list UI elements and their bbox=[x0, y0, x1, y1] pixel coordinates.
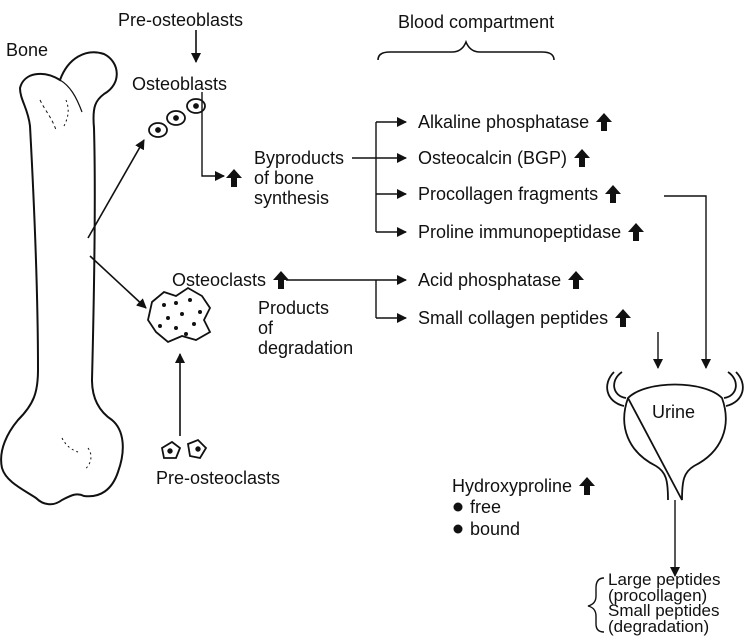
marker-acid-phosphatase: Acid phosphatase bbox=[418, 270, 584, 290]
degradation-products-label: Products of degradation bbox=[258, 298, 353, 358]
bladder-illustration bbox=[607, 372, 743, 500]
hydroxyproline-bound: bound bbox=[470, 519, 520, 539]
up-arrow-icon bbox=[574, 149, 590, 167]
up-arrow-icon bbox=[579, 477, 595, 495]
osteoclasts-label: Osteoclasts bbox=[172, 270, 289, 290]
up-arrow-icon bbox=[273, 271, 289, 289]
arrow-procollagen-to-urine bbox=[664, 196, 706, 368]
arrow-bone-to-osteoblasts bbox=[88, 140, 144, 238]
blood-compartment-brace bbox=[378, 42, 554, 60]
byproducts-label: Byproducts of bone synthesis bbox=[254, 148, 344, 208]
osteoblasts-label: Osteoblasts bbox=[132, 74, 227, 94]
preosteoclast-cells-icon bbox=[162, 440, 206, 458]
arrow-bone-to-osteoclasts bbox=[90, 256, 146, 308]
osteoclast-cell-icon bbox=[148, 288, 210, 342]
marker-alkaline-phosphatase: Alkaline phosphatase bbox=[418, 112, 612, 132]
bullet-dot bbox=[454, 525, 463, 534]
peptides-brace bbox=[588, 578, 604, 632]
hydroxyproline-free: free bbox=[470, 497, 501, 517]
bullet-dot bbox=[454, 503, 463, 512]
marker-osteocalcin: Osteocalcin (BGP) bbox=[418, 148, 590, 168]
pre-osteoblasts-label: Pre-osteoblasts bbox=[118, 10, 243, 30]
pre-osteoclasts-label: Pre-osteoclasts bbox=[156, 468, 280, 488]
urine-peptides-list: Large peptides (procollagen) Small pepti… bbox=[608, 572, 720, 634]
synthesis-connectors bbox=[352, 122, 406, 232]
hydroxyproline-label: Hydroxyproline bbox=[452, 476, 595, 496]
up-arrow-icon bbox=[605, 185, 621, 203]
urine-label: Urine bbox=[652, 402, 695, 422]
marker-procollagen-fragments: Procollagen fragments bbox=[418, 184, 621, 204]
osteoblast-cells-icon bbox=[149, 99, 205, 137]
blood-compartment-label: Blood compartment bbox=[398, 12, 554, 32]
bone-label: Bone bbox=[6, 40, 48, 60]
marker-proline-immunopeptidase: Proline immunopeptidase bbox=[418, 222, 644, 242]
up-arrow-icon bbox=[628, 223, 644, 241]
byproducts-up-arrow-icon bbox=[226, 168, 242, 188]
up-arrow-icon bbox=[568, 271, 584, 289]
up-arrow-icon bbox=[615, 309, 631, 327]
femur-illustration bbox=[1, 52, 123, 504]
marker-small-collagen-peptides: Small collagen peptides bbox=[418, 308, 631, 328]
up-arrow-icon bbox=[596, 113, 612, 131]
